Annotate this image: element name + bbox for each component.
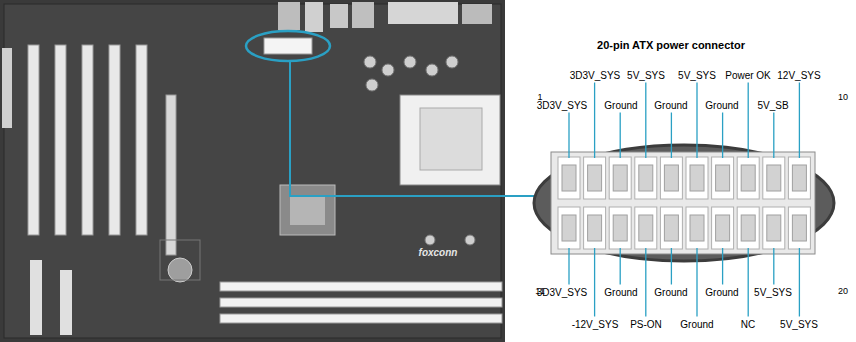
pin-label: PS-ON [630, 319, 662, 330]
pin-number: 10 [838, 93, 848, 103]
pin-label: Ground [705, 100, 738, 111]
pin-label: Ground [604, 287, 637, 298]
atx-connector [264, 38, 312, 54]
socket-center [420, 108, 482, 170]
leader-line [799, 83, 800, 159]
diagram-title: 20-pin ATX power connector [597, 39, 745, 51]
pin-number: 20 [838, 287, 848, 297]
brand-logo: foxconn [419, 247, 458, 258]
ide-header [60, 270, 72, 335]
pci-slots [28, 45, 147, 235]
cpu-socket [400, 95, 500, 185]
heatsink [290, 195, 325, 225]
pin-label: 3D3V_SYS [570, 70, 621, 81]
motherboard [0, 0, 505, 342]
leader-line [594, 248, 595, 317]
highlight-circle [246, 31, 330, 61]
chip-outline [160, 240, 200, 280]
pin-label: 5V_SB [757, 100, 788, 111]
leader-line [773, 248, 774, 285]
rear-ports [278, 2, 492, 32]
leader-line [645, 248, 646, 317]
pin-label: -12V_SYS [572, 319, 619, 330]
pin-label: Ground [654, 100, 687, 111]
pin-label: Ground [604, 100, 637, 111]
leader-line [620, 248, 621, 285]
pointer-line [290, 61, 548, 196]
pin-label: 5V_SYS [754, 287, 792, 298]
leader-line [696, 83, 697, 159]
leader-line [748, 248, 749, 317]
leader-line [645, 83, 646, 159]
pin-label: Ground [654, 287, 687, 298]
io-header [2, 48, 12, 128]
ide-header [30, 260, 42, 335]
dimm-slots [220, 282, 502, 323]
pin-number: 1 [537, 93, 542, 103]
pin-label: 3D3V_SYS [537, 287, 588, 298]
pin-label: 12V_SYS [777, 70, 820, 81]
leader-line [773, 113, 774, 159]
leader-line [671, 113, 672, 159]
leader-line [799, 248, 800, 317]
agp-slot [166, 95, 176, 255]
pin-label: Ground [680, 319, 713, 330]
leader-line [722, 113, 723, 159]
pin-label: 5V_SYS [678, 70, 716, 81]
pin-label: 5V_SYS [780, 319, 818, 330]
leader-line [696, 248, 697, 317]
pin-label: Ground [705, 287, 738, 298]
leader-line [722, 248, 723, 285]
chipset [280, 185, 335, 235]
leader-line [568, 248, 569, 285]
pin-label: Power OK [725, 70, 771, 81]
capacitors [364, 56, 475, 245]
leader-line [748, 83, 749, 159]
leader-line [594, 83, 595, 159]
connector-closeup [551, 152, 815, 254]
pin-label: NC [741, 319, 755, 330]
pin-label: 3D3V_SYS [537, 100, 588, 111]
pin-label: 5V_SYS [627, 70, 665, 81]
zoom-view [534, 145, 834, 261]
board-surface [4, 4, 501, 338]
chip [168, 258, 192, 282]
leader-line [620, 113, 621, 159]
leader-line [568, 113, 569, 159]
leader-line [671, 248, 672, 285]
